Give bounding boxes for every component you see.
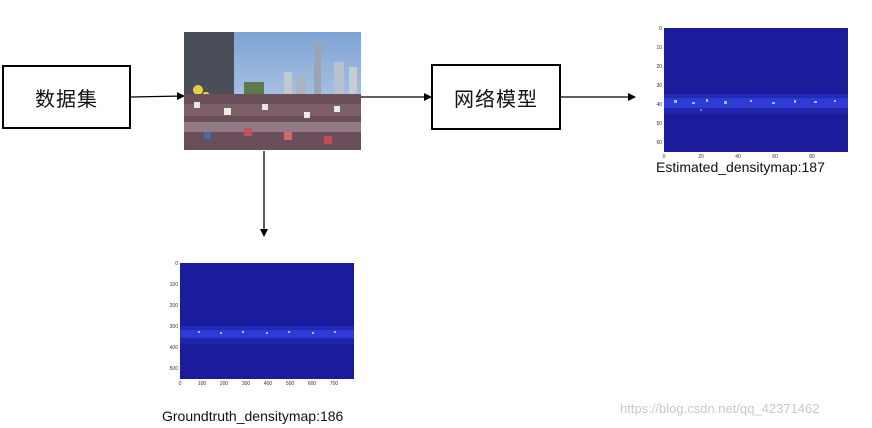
estimated-y-tick: 20 <box>656 64 662 70</box>
model-node: 网络模型 <box>431 64 561 130</box>
groundtruth-caption: Groundtruth_densitymap:186 <box>162 408 344 424</box>
estimated-x-tick: 60 <box>772 154 778 160</box>
groundtruth-x-tick: 100 <box>198 381 207 387</box>
estimated-caption: Estimated_densitymap:187 <box>656 159 825 175</box>
estimated-y-tick: 50 <box>656 121 662 127</box>
estimated-map-plot <box>664 28 848 152</box>
estimated-y-ticks: 0 10 20 30 40 50 60 <box>656 26 662 146</box>
groundtruth-x-tick: 500 <box>286 381 295 387</box>
groundtruth-x-tick: 600 <box>308 381 317 387</box>
groundtruth-y-ticks: 0 100 200 300 400 500 <box>170 261 179 372</box>
groundtruth-y-tick: 300 <box>170 324 179 330</box>
groundtruth-x-tick: 200 <box>220 381 229 387</box>
estimated-y-tick: 60 <box>656 140 662 146</box>
estimated-y-tick: 10 <box>656 45 662 51</box>
groundtruth-y-tick: 200 <box>170 303 179 309</box>
estimated-density-map: 0 10 20 30 40 50 60 0 20 40 60 80 <box>656 26 848 160</box>
groundtruth-y-tick: 500 <box>170 366 179 372</box>
groundtruth-hotspots <box>198 331 336 334</box>
groundtruth-x-tick: 0 <box>179 381 182 387</box>
estimated-x-ticks: 0 20 40 60 80 <box>663 154 815 160</box>
dataset-node: 数据集 <box>2 65 131 129</box>
estimated-x-tick: 40 <box>735 154 741 160</box>
groundtruth-x-tick: 300 <box>242 381 251 387</box>
groundtruth-x-ticks: 0 100 200 300 400 500 600 700 <box>179 381 339 387</box>
estimated-y-tick: 40 <box>656 102 662 108</box>
estimated-hotspots <box>674 99 836 111</box>
model-label: 网络模型 <box>454 86 538 111</box>
estimated-y-tick: 30 <box>656 83 662 89</box>
groundtruth-density-map: 0 100 200 300 400 500 0 100 200 300 400 … <box>170 261 354 387</box>
estimated-x-tick: 0 <box>663 154 666 160</box>
estimated-x-tick: 80 <box>809 154 815 160</box>
dataset-label: 数据集 <box>35 86 98 111</box>
groundtruth-y-tick: 100 <box>170 282 179 288</box>
groundtruth-y-tick: 0 <box>175 261 178 267</box>
groundtruth-x-tick: 400 <box>264 381 273 387</box>
estimated-y-tick: 0 <box>659 26 662 32</box>
estimated-map-band <box>664 98 848 108</box>
groundtruth-map-plot <box>180 263 354 379</box>
arrow-dataset-to-image <box>130 92 185 101</box>
watermark-text: https://blog.csdn.net/qq_42371462 <box>620 401 820 416</box>
groundtruth-y-tick: 400 <box>170 345 179 351</box>
groundtruth-x-tick: 700 <box>330 381 339 387</box>
estimated-x-tick: 20 <box>698 154 704 160</box>
crowd-photo <box>184 32 361 150</box>
